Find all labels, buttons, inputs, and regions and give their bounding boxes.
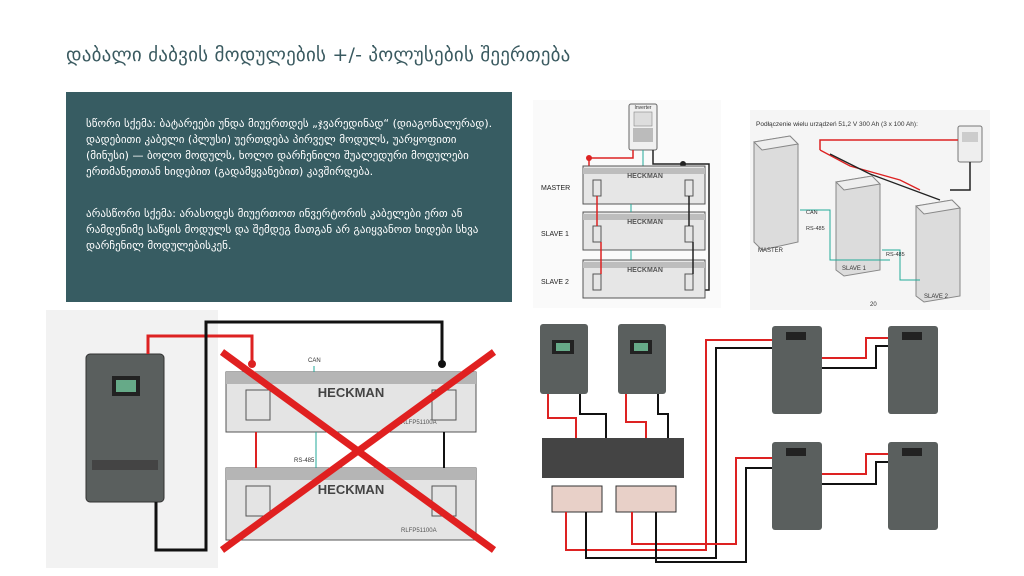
module-brand-2: HECKMAN: [627, 219, 663, 226]
unit-label-master: MASTER: [758, 248, 784, 254]
multi-inverter-wiring-diagram: [536, 318, 956, 570]
rs485-label-2: RS-485: [886, 252, 905, 258]
incorrect-wiring-diagram: HECKMAN RLFP51100A HECKMAN RLFP51100A CA…: [46, 310, 514, 568]
battery-model-1: RLFP51100A: [401, 420, 437, 426]
module-brand-1: HECKMAN: [627, 173, 663, 180]
module-label-slave1: SLAVE 1: [541, 231, 569, 238]
module-label-master: MASTER: [541, 185, 570, 192]
battery-brand-1: HECKMAN: [318, 385, 384, 400]
wiring-diagram-tower-units: Podłączenie wielu urządzeń 51,2 V 300 Ah…: [750, 110, 990, 310]
rs485-label: RS-485: [294, 458, 315, 464]
inverter-icon: Inverter: [628, 103, 658, 151]
battery-model-2: RLFP51100A: [401, 528, 437, 534]
incorrect-scheme-text: არასწორი სქემა: არასოდეს მიუერთოთ ინვერტ…: [86, 207, 479, 252]
description-box: სწორი სქემა: ბატარეები უნდა მიუერთდეს „ჯ…: [66, 92, 512, 302]
wiring-diagram-master-slave: Inverter HECKMAN MASTER HECKMAN SLAVE 1: [533, 100, 721, 308]
slide-title: დაბალი ძაბვის მოდულების +/- პოლუსების შე…: [66, 44, 571, 66]
unit-label-slave2: SLAVE 2: [924, 294, 949, 300]
page-number: 20: [870, 302, 877, 308]
correct-scheme-text: სწორი სქემა: ბატარეები უნდა მიუერთდეს „ჯ…: [86, 117, 493, 178]
can-label: CAN: [308, 358, 321, 364]
inverter-label: Inverter: [635, 105, 652, 111]
inverter-icon: [540, 324, 588, 394]
diagram2-caption: Podłączenie wielu urządzeń 51,2 V 300 Ah…: [756, 121, 918, 128]
unit-label-slave1: SLAVE 1: [842, 266, 867, 272]
inverter-icon: [957, 125, 983, 163]
battery-brand-2: HECKMAN: [318, 482, 384, 497]
rs485-label: RS-485: [806, 226, 825, 232]
inverter-icon: [618, 324, 666, 394]
module-label-slave2: SLAVE 2: [541, 279, 569, 286]
module-brand-3: HECKMAN: [627, 267, 663, 274]
can-label: CAN: [806, 210, 818, 216]
inverter-icon: [85, 353, 165, 503]
